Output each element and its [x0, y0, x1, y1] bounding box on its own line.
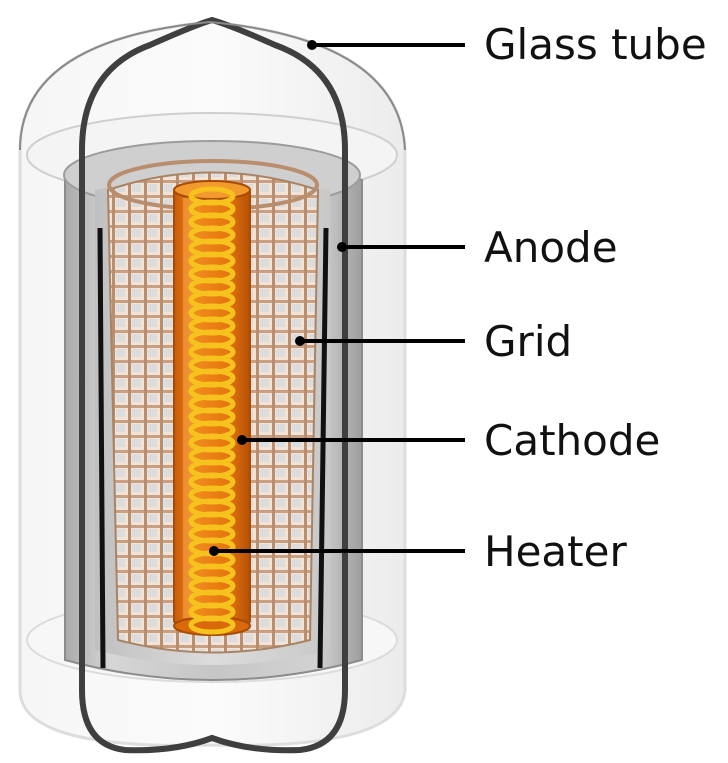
label-heater: Heater: [484, 527, 627, 576]
label-anode: Anode: [484, 223, 618, 272]
heater: [188, 186, 236, 635]
label-grid: Grid: [484, 317, 573, 366]
glass-tube-outline: [19, 16, 406, 754]
heater-coil-loop: [188, 615, 236, 635]
callout-leaders: [209, 40, 465, 556]
label-cathode: Cathode: [484, 416, 661, 465]
label-glass-tube: Glass tube: [484, 20, 707, 69]
